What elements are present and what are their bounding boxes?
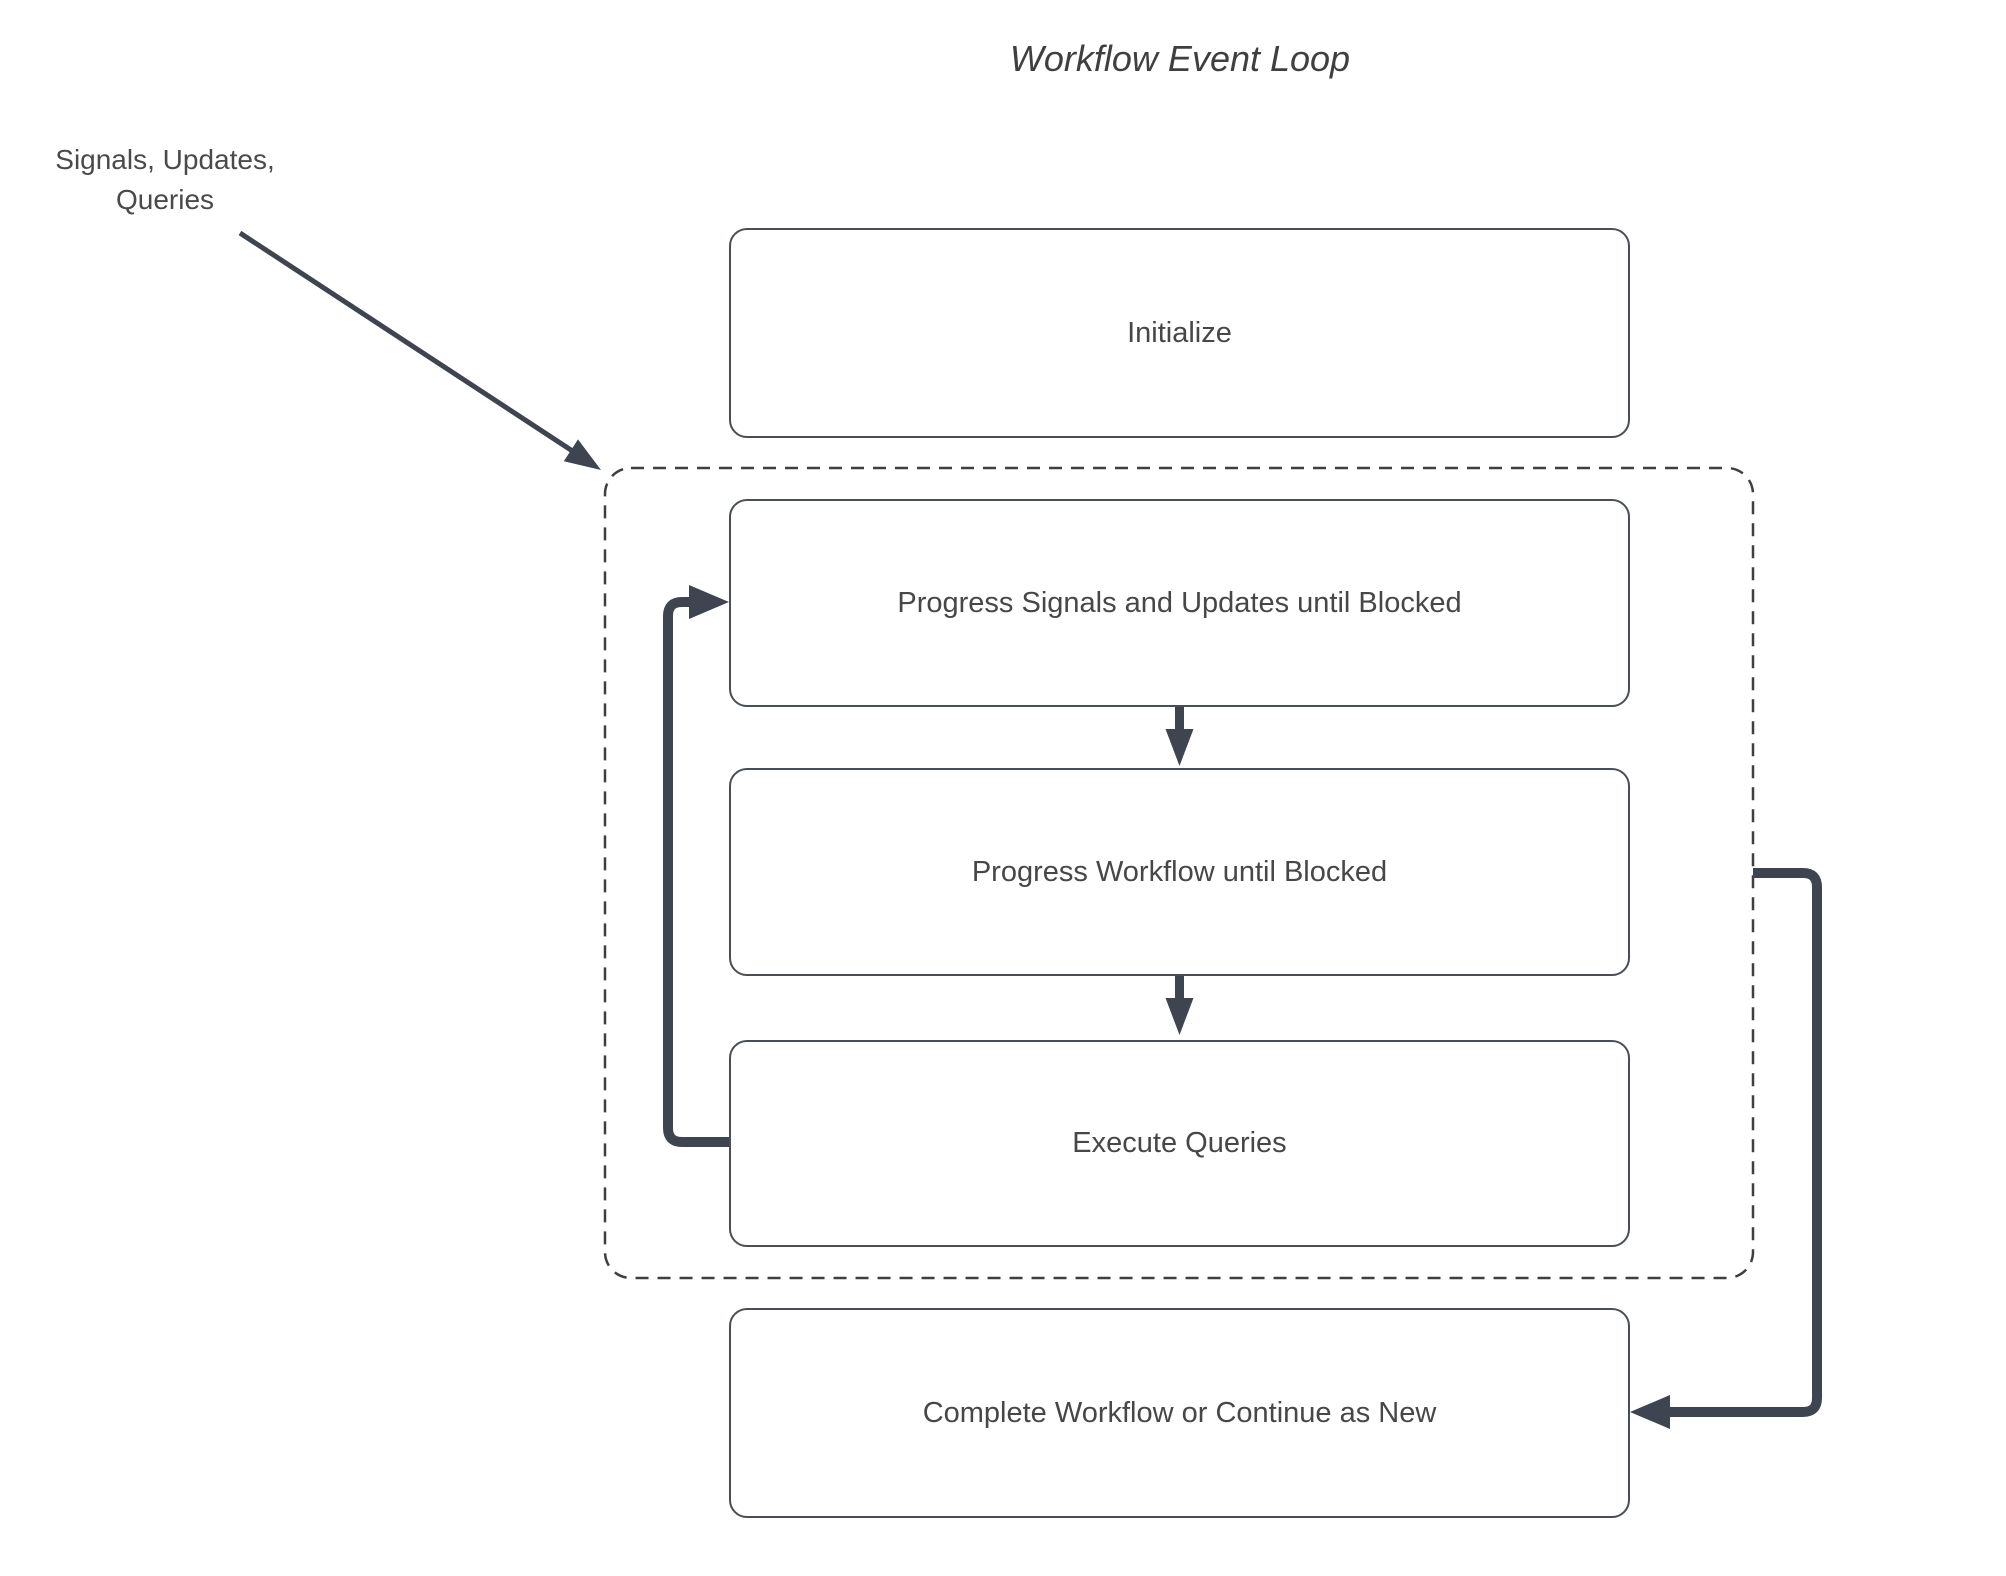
diagram-title: Workflow Event Loop: [1009, 38, 1351, 79]
edge-signals-to-workflow: [1165, 707, 1194, 766]
node-complete-workflow-label: Complete Workflow or Continue as New: [922, 1396, 1437, 1429]
node-progress-signals-label: Progress Signals and Updates until Block…: [897, 586, 1462, 619]
node-execute-queries-label: Execute Queries: [1072, 1127, 1287, 1159]
edge-workflow-to-queries: [1165, 976, 1194, 1035]
node-initialize: Initialize: [729, 228, 1630, 438]
node-progress-workflow: Progress Workflow until Blocked: [729, 768, 1630, 976]
external-input-label-line2: Queries: [115, 184, 215, 215]
node-initialize-label: Initialize: [1127, 316, 1232, 349]
node-progress-workflow-label: Progress Workflow until Blocked: [971, 855, 1388, 888]
edge-loop-to-complete: [1630, 868, 1822, 1429]
node-execute-queries: Execute Queries: [729, 1040, 1630, 1247]
node-complete-workflow: Complete Workflow or Continue as New: [729, 1308, 1630, 1518]
external-input-label-line1: Signals, Updates,: [55, 144, 275, 175]
external-input-label: Signals, Updates, Queries: [20, 140, 310, 220]
node-progress-signals: Progress Signals and Updates until Block…: [729, 499, 1630, 707]
edge-signals-input: [238, 230, 601, 470]
edge-queries-loop-back: [663, 585, 729, 1147]
